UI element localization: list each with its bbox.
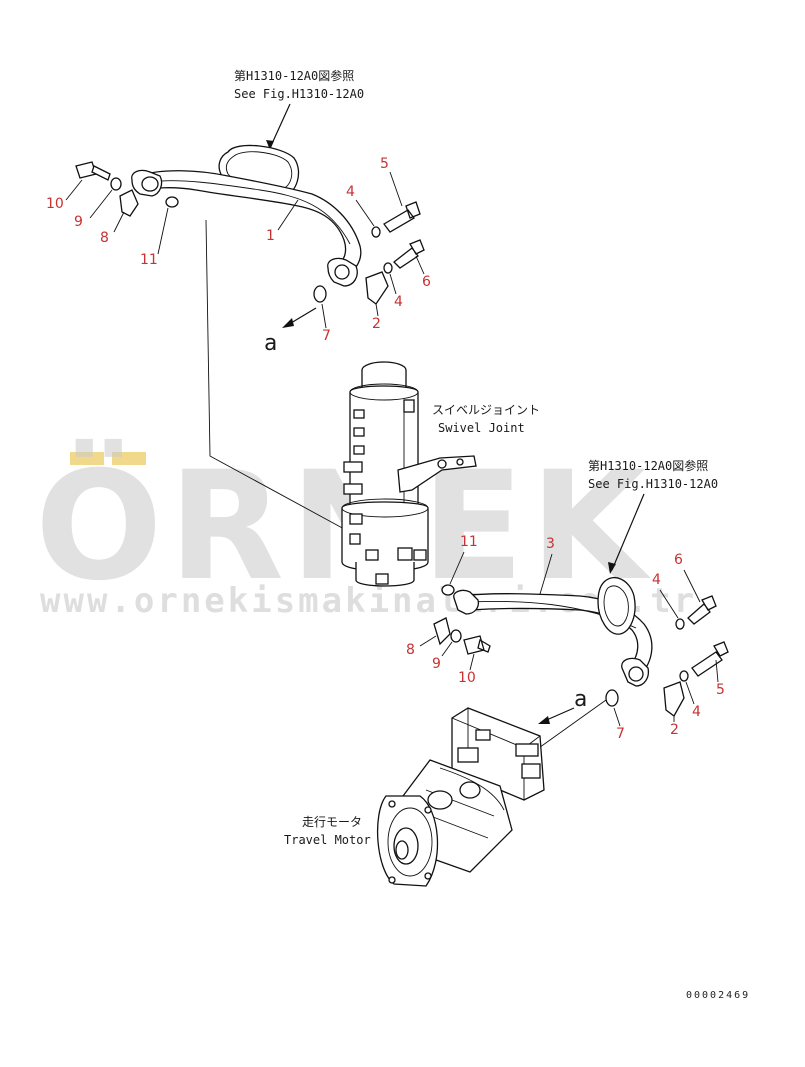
top-reference-jp: 第H1310-12A0図参照 <box>234 68 354 83</box>
top-bolt-6 <box>393 239 425 269</box>
part-label-bottom-5: 5 <box>716 682 725 698</box>
right-reference-jp: 第H1310-12A0図参照 <box>588 458 708 473</box>
top-half-clamp-2 <box>365 271 389 305</box>
part-label-bottom-11: 11 <box>460 534 478 550</box>
top-bolt-10 <box>75 161 111 181</box>
watermark: ÖRNEK www.ornekismakinalari.com.tr <box>35 438 694 621</box>
bottom-bolt-10 <box>463 635 491 655</box>
bottom-part-labels: 11 3 4 6 8 9 10 5 4 2 7 <box>406 534 725 742</box>
top-o-ring-7 <box>313 285 327 303</box>
part-label-bottom-3: 3 <box>546 536 555 552</box>
right-reference-arrow <box>608 562 616 574</box>
watermark-brand: ÖRNEK <box>35 438 652 614</box>
view-marker-a-top: a <box>264 331 277 356</box>
part-label-bottom-7: 7 <box>616 726 625 742</box>
watermark-accent-left <box>70 452 104 465</box>
part-label-bottom-2: 2 <box>670 722 679 738</box>
travel-motor-jp: 走行モータ <box>302 815 362 829</box>
part-label-top-6: 6 <box>422 274 431 290</box>
top-washer-9 <box>110 177 122 191</box>
view-marker-a-bottom: a <box>574 687 587 712</box>
swivel-joint-en: Swivel Joint <box>438 421 525 435</box>
bottom-bolt-6 <box>687 595 717 625</box>
watermark-accent-right <box>112 452 146 465</box>
travel-motor-en: Travel Motor <box>284 833 371 847</box>
view-leader-bottom <box>535 699 607 751</box>
top-washer-4 <box>371 226 381 238</box>
view-arrowhead-bottom <box>538 716 550 724</box>
bottom-washer-4 <box>675 618 685 630</box>
part-label-bottom-4: 4 <box>652 572 661 588</box>
top-reference-arrow <box>266 140 274 150</box>
part-label-top-4: 4 <box>346 184 355 200</box>
part-label-bottom-4b: 4 <box>692 704 701 720</box>
part-label-top-4b: 4 <box>394 294 403 310</box>
part-label-bottom-8: 8 <box>406 642 415 658</box>
bottom-washer-9 <box>450 629 462 643</box>
part-label-top-1: 1 <box>266 228 275 244</box>
top-reference-en: See Fig.H1310-12A0 <box>234 87 364 101</box>
bottom-o-ring-7 <box>605 689 619 707</box>
top-o-ring-11 <box>165 196 179 208</box>
part-label-top-7: 7 <box>322 328 331 344</box>
part-label-top-2: 2 <box>372 316 381 332</box>
right-reference-en: See Fig.H1310-12A0 <box>588 477 718 491</box>
travel-motor <box>377 707 545 887</box>
part-label-top-8: 8 <box>100 230 109 246</box>
part-label-bottom-6: 6 <box>674 552 683 568</box>
swivel-joint <box>341 361 477 587</box>
bottom-hose-assembly <box>433 577 729 717</box>
swivel-joint-jp: スイベルジョイント <box>432 403 540 417</box>
bottom-bolt-5 <box>691 641 729 677</box>
top-reference-leader <box>269 103 291 149</box>
view-arrowhead-top <box>282 318 294 328</box>
bottom-half-clamp-8 <box>433 617 451 646</box>
top-bolt-5 <box>383 201 421 233</box>
bottom-o-ring-11 <box>441 584 455 596</box>
right-reference-leader <box>611 493 645 571</box>
part-label-top-5: 5 <box>380 156 389 172</box>
bottom-washer-4b <box>679 670 689 682</box>
top-half-clamp-8 <box>119 189 139 217</box>
connection-leader <box>205 219 347 531</box>
part-label-bottom-9: 9 <box>432 656 441 672</box>
top-part-labels: 10 9 8 11 1 4 5 6 4 2 7 <box>46 156 431 344</box>
drawing-code: 00002469 <box>686 990 750 1001</box>
bottom-half-clamp-2 <box>663 681 685 717</box>
top-washer-4b <box>383 262 393 274</box>
top-hose-assembly <box>75 144 425 305</box>
part-label-bottom-10: 10 <box>458 670 476 686</box>
part-label-top-10: 10 <box>46 196 64 212</box>
part-label-top-9: 9 <box>74 214 83 230</box>
part-label-top-11: 11 <box>140 252 158 268</box>
